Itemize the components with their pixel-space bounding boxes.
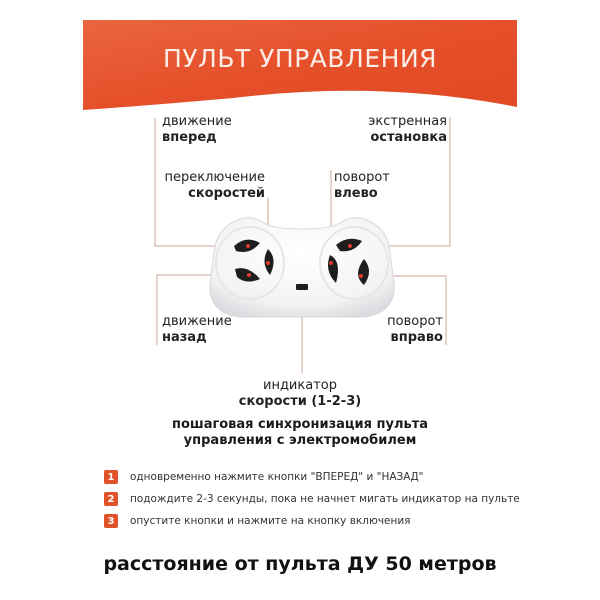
- label-emergency-stop-line1: экстренная: [368, 114, 447, 129]
- step-number-badge: 2: [104, 492, 118, 506]
- label-forward: движение вперед: [162, 114, 232, 146]
- label-speed-indicator-line1: индикатор: [263, 378, 337, 393]
- step-number-badge: 3: [104, 514, 118, 528]
- label-speed-switch-line1: переключение: [164, 170, 265, 185]
- label-turn-left-line1: поворот: [334, 170, 390, 185]
- label-turn-left-line2: влево: [334, 186, 378, 201]
- label-speed-indicator: индикатор скорости (1-2-3): [220, 378, 380, 410]
- sync-step: 2 подождите 2-3 секунды, пока не начнет …: [104, 488, 524, 510]
- backward-button: [235, 268, 260, 282]
- label-emergency-stop: экстренная остановка: [340, 114, 447, 146]
- remote-control-image: [209, 217, 395, 318]
- turn-right-button: [358, 259, 369, 285]
- forward-button: [234, 239, 260, 252]
- range-caption: расстояние от пульта ДУ 50 метров: [103, 553, 497, 575]
- label-turn-right: поворот вправо: [360, 314, 443, 346]
- speed-indicator-led: [296, 284, 308, 290]
- label-speed-switch-line2: скоростей: [188, 186, 265, 201]
- header-banner: ПУЛЬТ УПРАВЛЕНИЯ: [83, 20, 517, 110]
- label-speed-indicator-line2: скорости (1-2-3): [238, 394, 362, 409]
- label-turn-right-line2: вправо: [390, 330, 443, 345]
- sync-title-line1: пошаговая синхронизация пульта: [171, 417, 429, 432]
- label-emergency-stop-line2: остановка: [370, 130, 447, 145]
- label-speed-switch: переключение скоростей: [150, 170, 265, 202]
- label-turn-left: поворот влево: [334, 170, 390, 202]
- step-text: опустите кнопки и нажмите на кнопку вклю…: [130, 515, 411, 527]
- speed-switch-button: [264, 249, 274, 275]
- turn-left-button: [328, 255, 338, 283]
- banner-shape: [83, 20, 517, 110]
- sync-steps-list: 1 одновременно нажмите кнопки "ВПЕРЕД" и…: [104, 466, 524, 532]
- label-forward-line1: движение: [162, 114, 232, 129]
- page-title: ПУЛЬТ УПРАВЛЕНИЯ: [162, 44, 438, 73]
- sync-step: 1 одновременно нажмите кнопки "ВПЕРЕД" и…: [104, 466, 524, 488]
- emergency-stop-button: [336, 238, 362, 252]
- sync-title-line2: управления с электромобилем: [183, 433, 417, 448]
- label-backward-line1: движение: [162, 314, 232, 329]
- label-forward-line2: вперед: [162, 130, 217, 145]
- label-turn-right-line1: поворот: [387, 314, 443, 329]
- step-number-badge: 1: [104, 470, 118, 484]
- label-backward: движение назад: [162, 314, 232, 346]
- step-text: подождите 2-3 секунды, пока не начнет ми…: [130, 493, 520, 505]
- label-backward-line2: назад: [162, 330, 207, 345]
- sync-step: 3 опустите кнопки и нажмите на кнопку вк…: [104, 510, 524, 532]
- sync-title: пошаговая синхронизация пульта управлени…: [100, 417, 500, 449]
- step-text: одновременно нажмите кнопки "ВПЕРЕД" и "…: [130, 471, 424, 483]
